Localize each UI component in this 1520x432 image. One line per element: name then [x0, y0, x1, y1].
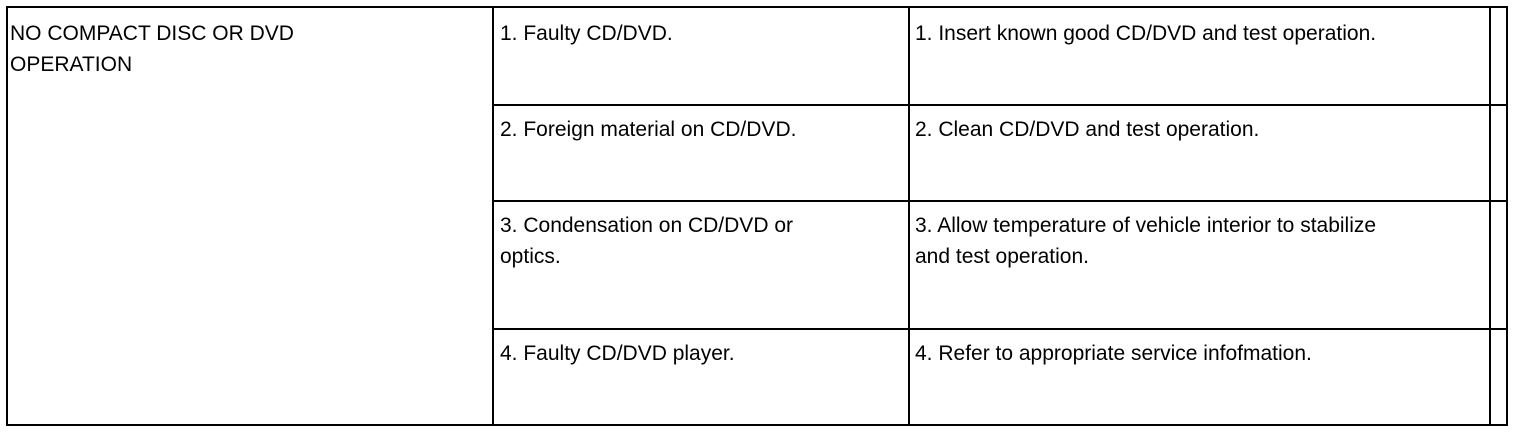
cause-cell-3: 3. Condensation on CD/DVD or optics.: [500, 214, 793, 268]
action-cell-1: 1. Insert known good CD/DVD and test ope…: [915, 22, 1377, 45]
row-divider-3: [492, 328, 1506, 330]
row-divider-1: [492, 104, 1506, 106]
column-divider-cause-action: [908, 8, 910, 424]
cause-cell-1: 1. Faulty CD/DVD.: [500, 22, 673, 45]
symptom-cell: NO COMPACT DISC OR DVD OPERATION: [10, 22, 294, 76]
row-divider-2: [492, 200, 1506, 202]
action-cell-2: 2. Clean CD/DVD and test operation.: [915, 118, 1260, 141]
cause-cell-4: 4. Faulty CD/DVD player.: [500, 342, 735, 365]
column-divider-symptom-cause: [492, 8, 494, 424]
cause-cell-2: 2. Foreign material on CD/DVD.: [500, 118, 797, 141]
column-divider-action-end: [1489, 8, 1491, 424]
action-cell-4: 4. Refer to appropriate service infofmat…: [915, 342, 1312, 365]
action-cell-3: 3. Allow temperature of vehicle interior…: [915, 214, 1377, 268]
diagnosis-table: NO COMPACT DISC OR DVD OPERATION 1. Faul…: [6, 6, 1508, 426]
